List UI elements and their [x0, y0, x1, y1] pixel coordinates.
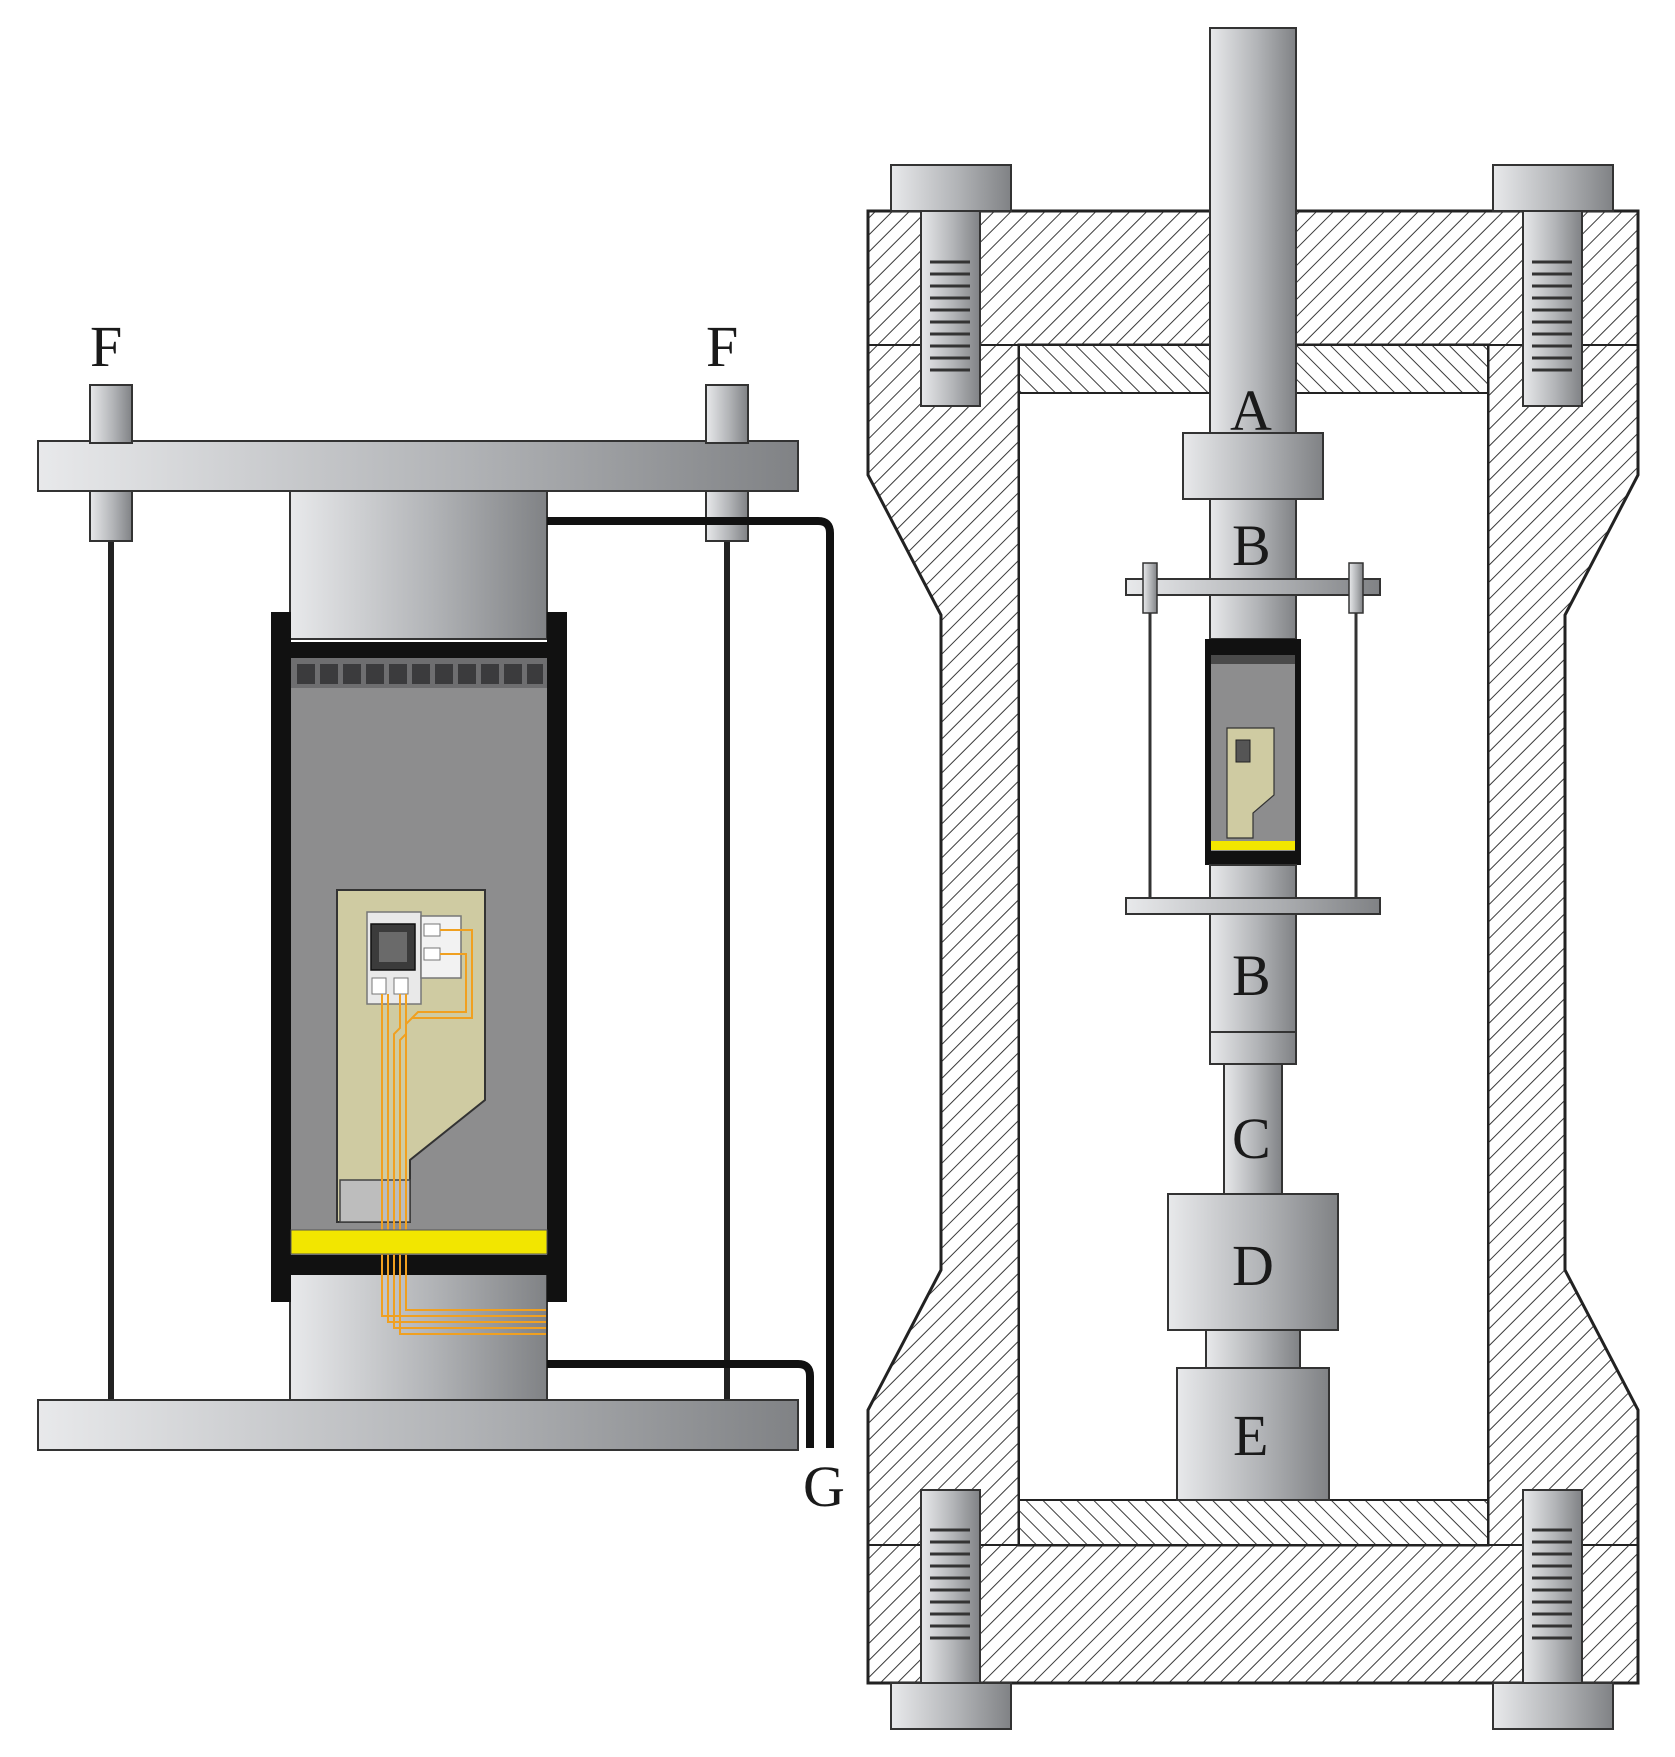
- bolt-right-bottom: [705, 490, 749, 542]
- label-B-top: B: [1232, 513, 1271, 578]
- label-B-bottom: B: [1232, 943, 1271, 1008]
- top-plate: [37, 440, 799, 492]
- label-A: A: [1230, 378, 1272, 443]
- part-D: [1167, 1193, 1339, 1331]
- drainage-line-lower: [547, 1360, 814, 1448]
- part-B-collar: [1209, 1031, 1297, 1065]
- load-cell-C: [1223, 1063, 1283, 1195]
- sensor-stem: [339, 1179, 411, 1223]
- label-D: D: [1232, 1233, 1274, 1298]
- drainage-line-upper: [547, 517, 834, 1448]
- bottom-crossbar-inner: [1018, 1499, 1489, 1546]
- rod-B-upper: [1209, 498, 1297, 640]
- mini-base-plate: [1125, 897, 1381, 915]
- base-plate: [37, 1399, 799, 1451]
- frame-bolt-top-right: [1492, 164, 1614, 407]
- frame-bolt-bottom-right: [1492, 1489, 1614, 1730]
- bolt-left-bottom: [89, 490, 133, 542]
- bolt-right-top: [705, 384, 749, 444]
- cell-wall-left: [271, 612, 291, 1302]
- label-G: G: [803, 1454, 845, 1519]
- porous-stone-top: [291, 658, 547, 688]
- piston-A: [1209, 27, 1297, 434]
- bottom-pedestal: [289, 1271, 548, 1401]
- mini-top-plate: [1125, 578, 1381, 596]
- top-cap: [289, 490, 548, 640]
- label-C: C: [1232, 1106, 1271, 1171]
- sensor-chip: [366, 911, 462, 1005]
- triaxial-cell: F F G: [37, 314, 845, 1519]
- filter-band: [290, 1229, 548, 1255]
- rod-B-lower: [1209, 864, 1297, 899]
- frame-bolt-top-left: [890, 164, 1012, 407]
- mini-filter-band: [1211, 841, 1295, 850]
- loading-frame: A B B C D E: [866, 27, 1640, 1730]
- neck-DE: [1205, 1329, 1301, 1369]
- frame-bolt-bottom-left: [890, 1489, 1012, 1730]
- cell-wall-bottom: [271, 1255, 567, 1275]
- mini-bolt-right: [1348, 562, 1364, 614]
- cell-wall-right: [547, 612, 567, 1302]
- bolt-left-top: [89, 384, 133, 444]
- lead-wires: [381, 929, 546, 1335]
- label-F-right: F: [706, 314, 738, 379]
- mini-sensor-chip: [1235, 739, 1251, 763]
- cell-wall-top: [271, 642, 567, 658]
- label-E: E: [1233, 1403, 1268, 1468]
- mini-bolt-left: [1142, 562, 1158, 614]
- label-F-left: F: [90, 314, 122, 379]
- mini-porous-stone: [1211, 655, 1295, 664]
- base-E: [1176, 1367, 1330, 1501]
